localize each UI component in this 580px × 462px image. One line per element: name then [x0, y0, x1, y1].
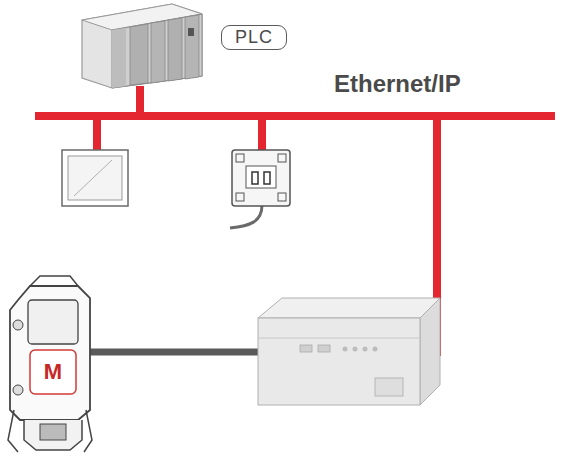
gripper-cable — [82, 349, 258, 356]
label-box: PLC — [221, 25, 287, 50]
controller-box — [258, 298, 440, 405]
hmi-panel — [62, 150, 128, 206]
device-label: PLC — [235, 27, 273, 48]
ethernet-bus — [35, 86, 555, 352]
plc-rack — [82, 4, 202, 88]
network-name: Ethernet/IP — [334, 70, 461, 98]
display-unit — [230, 150, 290, 228]
gripper — [8, 276, 92, 452]
logo-letter: M — [44, 359, 62, 385]
